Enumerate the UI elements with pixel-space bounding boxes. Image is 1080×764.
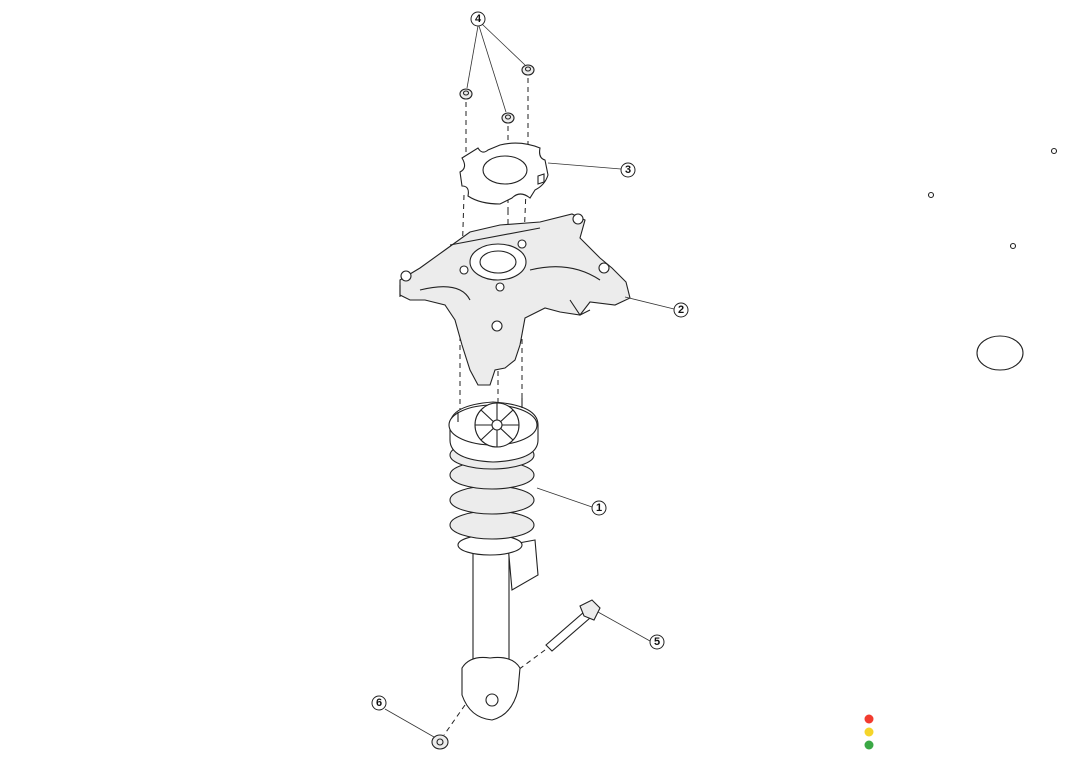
red-light-icon: [864, 714, 874, 724]
leader-lines: [384, 23, 675, 738]
svg-text:3: 3: [625, 164, 631, 176]
callout-4: 4: [470, 11, 486, 27]
status-lights: [864, 714, 874, 750]
steering-knuckle: [399, 213, 631, 386]
lower-bolt: [545, 599, 601, 652]
callout-5: 5: [649, 634, 665, 650]
mounting-plate: [459, 142, 549, 205]
svg-text:6: 6: [376, 697, 382, 709]
lower-nut: [431, 734, 449, 750]
callout-1: 1: [591, 500, 607, 516]
svg-text:4: 4: [475, 13, 482, 25]
strut-spring-assembly: [448, 398, 539, 721]
callout-6: 6: [371, 695, 387, 711]
svg-text:2: 2: [678, 304, 684, 316]
green-light-icon: [864, 740, 874, 750]
yellow-light-icon: [864, 727, 874, 737]
svg-text:5: 5: [654, 636, 660, 648]
callout-2: 2: [673, 302, 689, 318]
callout-3: 3: [620, 162, 636, 178]
stray-marks: [927, 147, 1058, 371]
top-nuts: [459, 64, 535, 124]
svg-text:1: 1: [596, 502, 602, 514]
